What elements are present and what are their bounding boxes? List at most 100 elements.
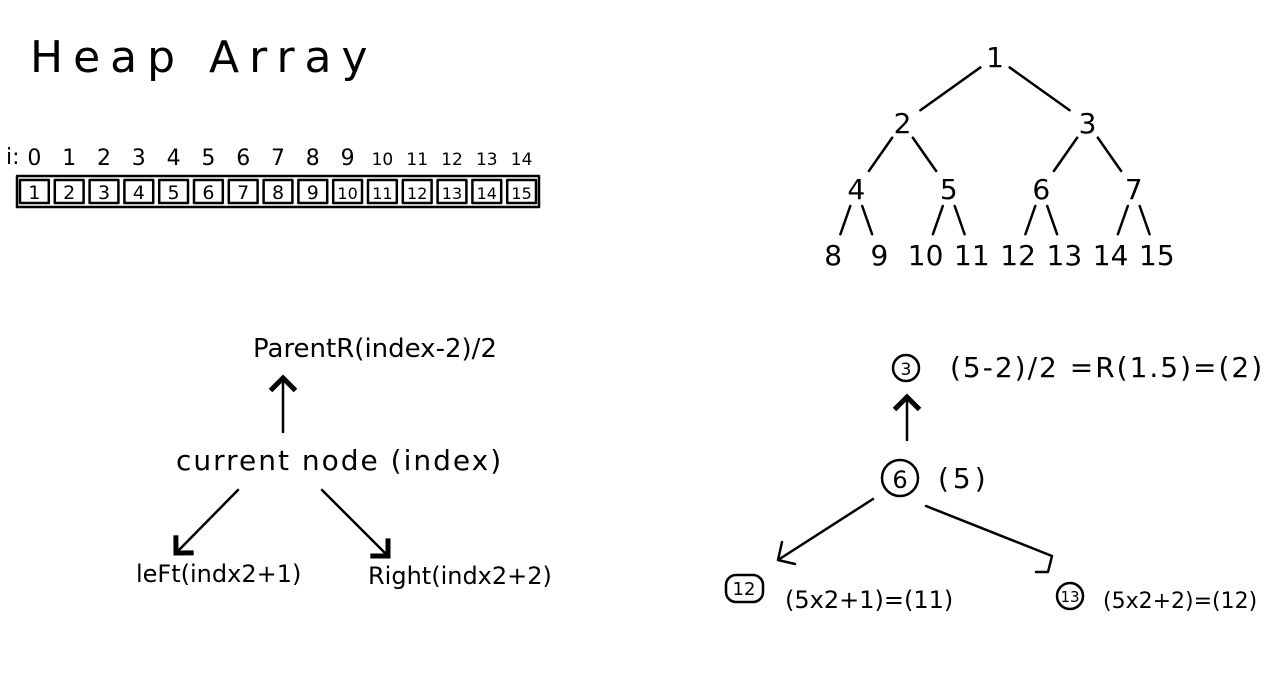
left-node-box	[724, 573, 765, 604]
left-arrow	[173, 488, 240, 556]
array-index-label: 4	[167, 146, 181, 171]
current-node-label: current node (index)	[176, 444, 503, 477]
array-index-label: 2	[97, 146, 111, 171]
array-cell	[123, 178, 155, 205]
array-cell	[401, 178, 433, 205]
tree-node: 10	[908, 239, 944, 272]
left-node-value: 12	[733, 579, 756, 600]
array-cell	[262, 178, 294, 205]
array-cell-value: 12	[407, 184, 427, 203]
tree-node: 11	[954, 239, 990, 272]
tree-node: 1	[986, 41, 1004, 74]
array-index-label: 7	[271, 146, 285, 171]
array-cell-value: 2	[63, 182, 75, 204]
tree-edge	[1008, 66, 1071, 112]
current-node-circle	[880, 458, 920, 498]
parent-node-circle	[891, 353, 921, 383]
array-cell-value: 15	[511, 184, 531, 203]
array-cell-value: 14	[477, 184, 497, 203]
right-formula: Right(indx2+2)	[368, 562, 552, 590]
array-cell	[227, 178, 259, 205]
right-node-value: 13	[1060, 588, 1079, 606]
array-cell-value: 11	[372, 184, 392, 203]
left-calc: (5x2+1)=(11)	[785, 586, 953, 614]
tree-edge	[931, 204, 945, 236]
array-cell-value: 8	[272, 182, 284, 204]
array-cell	[192, 178, 225, 205]
array-index-label: 11	[406, 150, 428, 170]
parent-calc: (5-2)/2 =R(1.5)=(2)	[950, 351, 1262, 384]
tree-edge	[1138, 204, 1151, 236]
array-cell	[331, 178, 364, 205]
array-cell-value: 3	[98, 182, 110, 204]
parent-node-label: 3	[901, 360, 912, 380]
tree-node: 2	[894, 107, 912, 140]
left-arrow-example	[776, 497, 875, 566]
tree-node: 6	[1032, 173, 1050, 206]
index-prefix: i:	[6, 145, 20, 170]
array-cell-value: 6	[202, 182, 214, 204]
array-index-label: 10	[372, 150, 394, 170]
tree-edge	[867, 136, 894, 173]
tree-edge	[1096, 136, 1123, 173]
tree-node: 3	[1079, 107, 1097, 140]
array-cell	[297, 178, 329, 205]
tree-node: 7	[1125, 173, 1143, 206]
array-cell-value: 1	[28, 182, 40, 204]
array-cell	[88, 178, 120, 205]
array-index-label: 14	[511, 150, 533, 170]
array-index-label: 12	[441, 150, 463, 170]
tree-edge	[1052, 136, 1079, 173]
tree-node: 14	[1093, 239, 1129, 272]
tree-edge	[1024, 204, 1037, 236]
tree-node: 12	[1000, 239, 1036, 272]
array-index-label: 6	[236, 146, 250, 171]
right-arrow-example	[924, 504, 1054, 574]
array-index-label: 0	[27, 146, 41, 171]
right-arrow	[320, 488, 391, 559]
tree-node: 8	[824, 239, 842, 272]
array-index-label: 13	[476, 150, 498, 170]
tree-edge	[839, 204, 852, 236]
array-cell-value: 10	[337, 184, 357, 203]
tree-node: 9	[870, 239, 888, 272]
array-index-label: 1	[62, 146, 76, 171]
array-cell	[366, 178, 399, 205]
array-index-label: 5	[201, 146, 215, 171]
tree-edge	[919, 66, 982, 112]
array-index-label: 9	[341, 146, 355, 171]
array-cell	[471, 178, 503, 205]
parent-formula: ParentR(index-2)/2	[253, 334, 497, 364]
array-cell	[18, 178, 51, 205]
right-node-circle	[1055, 581, 1085, 611]
array-cell-value: 13	[442, 184, 462, 203]
tree-edge	[860, 204, 874, 236]
tree-edge	[1045, 204, 1059, 236]
array-cell-value: 9	[307, 182, 319, 204]
tree-node: 13	[1047, 239, 1083, 272]
page-title: Heap Array	[30, 32, 378, 83]
right-calc: (5x2+2)=(12)	[1103, 589, 1257, 614]
array-cell-value: 5	[168, 182, 180, 204]
current-index: (5)	[938, 462, 990, 495]
array-cell	[157, 178, 190, 205]
left-formula: leFt(indx2+1)	[136, 560, 301, 588]
array-cell-value: 4	[133, 182, 145, 204]
example-diagram: 3 (5-2)/2 =R(1.5)=(2) 6 (5) 12 (5x2+1)=(…	[724, 351, 1262, 614]
array-outline	[15, 174, 541, 209]
array-cell	[53, 178, 85, 205]
array-cell	[436, 178, 468, 205]
array-cell	[505, 178, 538, 205]
array-cell-value: 7	[237, 182, 249, 204]
current-node-value: 6	[892, 466, 907, 494]
tree-edge	[911, 136, 938, 173]
tree-edge	[953, 204, 966, 236]
array-index-label: 3	[132, 146, 146, 171]
formula-diagram: ParentR(index-2)/2 current node (index) …	[136, 334, 552, 590]
tree-node: 4	[847, 173, 865, 206]
tree-edge	[1116, 204, 1130, 236]
